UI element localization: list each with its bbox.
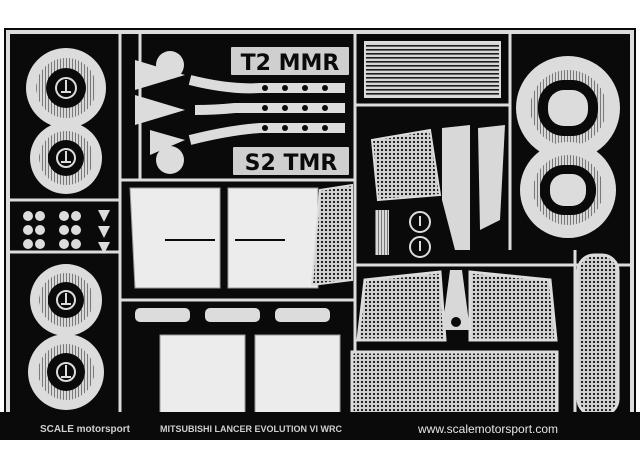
- grille-top: [364, 41, 501, 98]
- plate-top: T2 MMR: [229, 45, 351, 77]
- plate-top-text: T2 MMR: [241, 51, 340, 76]
- footer-bar: SCALE motorsport MITSUBISHI LANCER EVOLU…: [0, 412, 640, 440]
- small-lug-parts: [23, 210, 110, 254]
- footer-model: MITSUBISHI LANCER EVOLUTION VI WRC: [160, 424, 343, 434]
- brake-disc-left-3: [30, 264, 102, 336]
- side-mesh-panel: [310, 183, 353, 287]
- mesh-intakes: [356, 270, 558, 342]
- mesh-lower-grille: [350, 350, 559, 419]
- lower-panels: [159, 334, 341, 426]
- hose-dots: [262, 85, 328, 131]
- plate-bottom: S2 TMR: [231, 145, 351, 177]
- footer-url: www.scalemotorsport.com: [417, 422, 558, 436]
- window-panels: [129, 187, 319, 289]
- vent-parts: [370, 125, 505, 255]
- triangle-brackets: [135, 51, 185, 174]
- brake-disc-left-2: [30, 122, 102, 194]
- brake-disc-left-1: [26, 48, 106, 128]
- hose-tubes: [188, 75, 345, 145]
- brake-disc-left-4: [28, 334, 104, 410]
- brake-disc-right-1: [516, 56, 620, 160]
- plate-bottom-text: S2 TMR: [245, 151, 338, 176]
- bracket-row: [135, 308, 330, 322]
- small-disc-pair: [409, 211, 431, 258]
- mesh-tall-grille: [576, 253, 620, 417]
- brake-disc-right-2: [520, 142, 616, 238]
- footer-brand: SCALE motorsport: [40, 424, 131, 435]
